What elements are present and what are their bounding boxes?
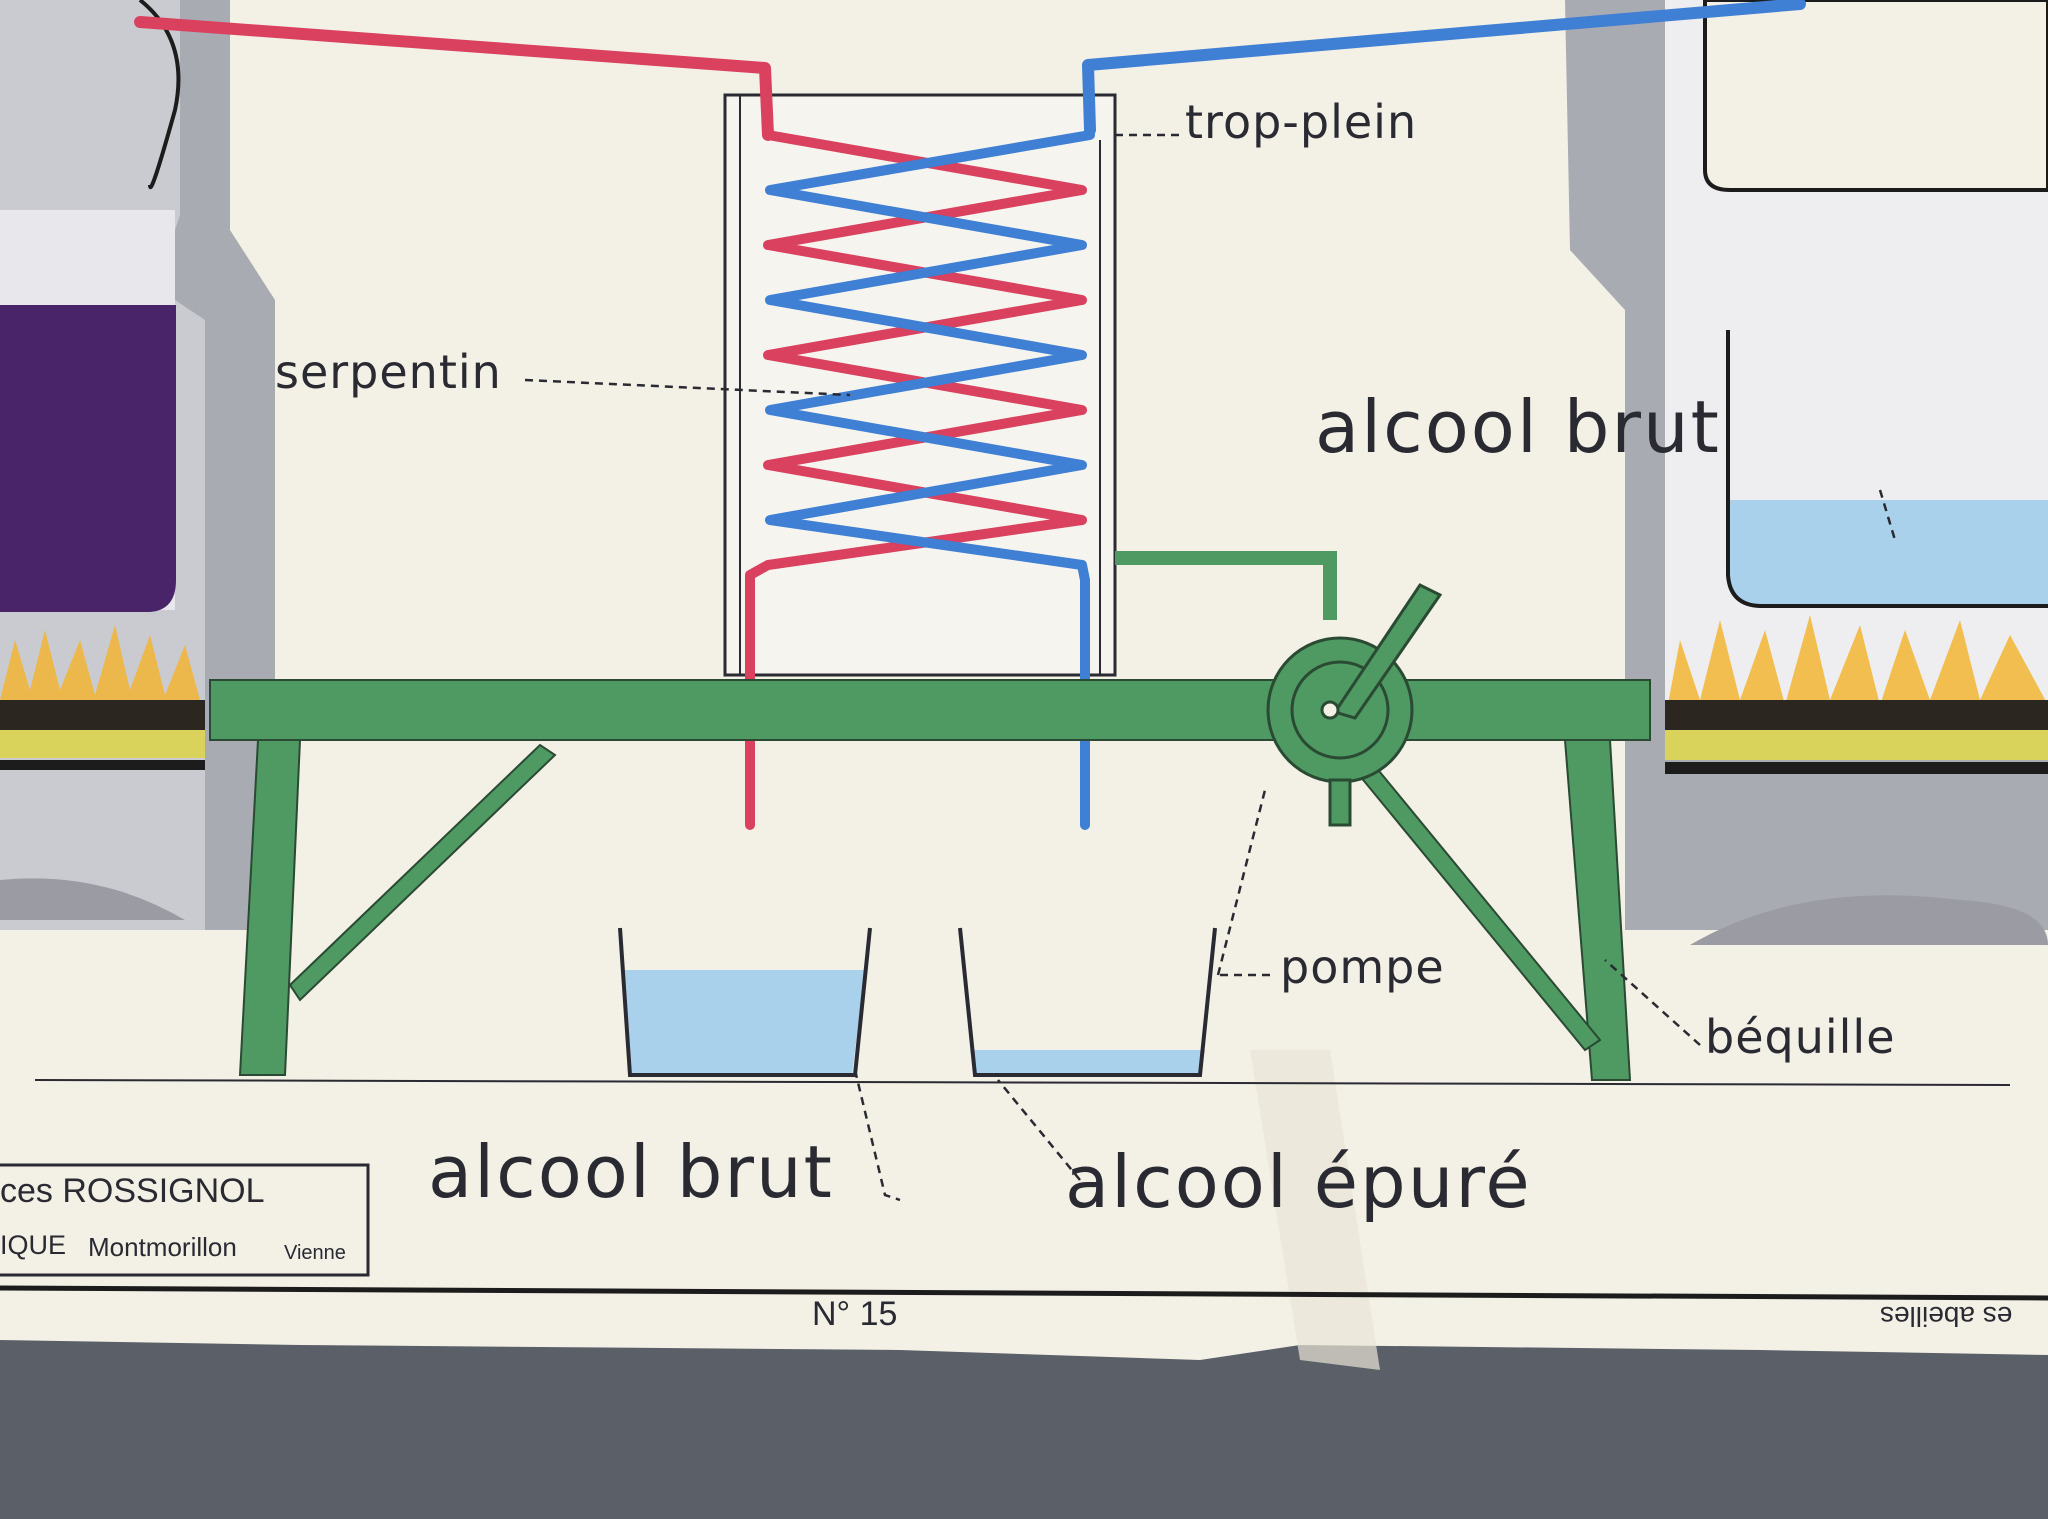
right-ash [1690, 895, 2048, 945]
leader-lines [524, 133, 1897, 1202]
footer-rule [0, 1285, 2048, 1301]
right-furnace-flames [1665, 615, 2048, 720]
left-ash [0, 878, 185, 920]
right-furnace [1565, 0, 2048, 945]
pump [1266, 583, 1443, 827]
cold-outlet-pipe [1082, 0, 1806, 136]
table-brace-left [288, 743, 557, 1002]
floor-line [34, 1079, 2011, 1086]
table-leg-left [238, 739, 302, 1076]
poster-fold [1250, 1050, 1380, 1370]
bucket-raw-alcohol [618, 927, 872, 1077]
bucket-purified-alcohol [958, 927, 1217, 1077]
wine-liquid [0, 305, 176, 612]
bequille-leg [1563, 739, 1632, 1081]
left-furnace [0, 0, 275, 930]
table-top [209, 679, 1651, 741]
overflow-pipe [1115, 551, 1337, 620]
hot-inlet-pipe [134, 16, 774, 141]
serpentin-coil [134, 0, 1806, 830]
left-furnace-flames [0, 625, 200, 700]
pump-handle [1332, 583, 1443, 720]
right-raw-alcohol [1730, 500, 2048, 605]
coil-blue-strand [765, 130, 1095, 830]
coil-red-strand [745, 130, 1087, 830]
publisher-frame [0, 1163, 370, 1277]
